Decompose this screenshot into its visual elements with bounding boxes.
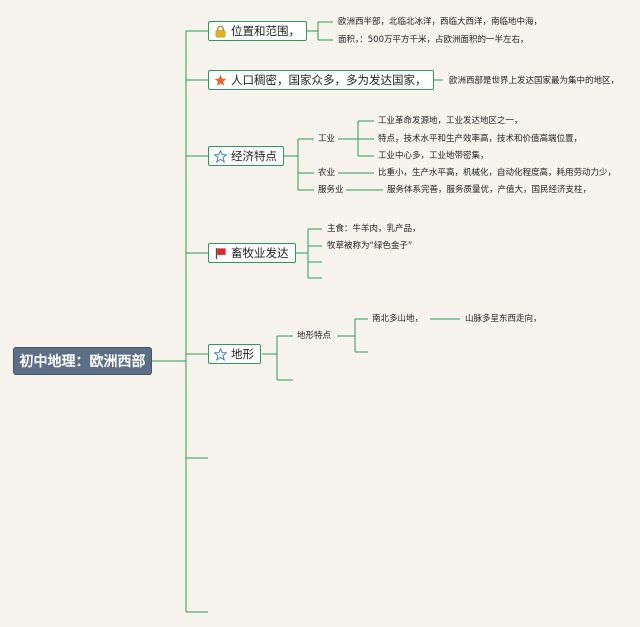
- topic-population-label: 人口稠密，国家众多，多为发达国家，: [231, 73, 427, 87]
- location-detail-1: 欧洲西半部，北临北冰洋，西临大西洋，南临地中海，: [338, 17, 543, 27]
- livestock-detail-1: 主食：牛羊肉，乳产品，: [327, 224, 421, 234]
- economy-agriculture-label: 农业: [318, 168, 336, 178]
- terrain-subitem-1: 山脉多呈东西走向，: [465, 314, 542, 324]
- topic-population[interactable]: 人口稠密，国家众多，多为发达国家，: [208, 70, 434, 90]
- star-outline-icon: [214, 149, 227, 163]
- population-detail-1: 欧洲西部是世界上发达国家最为集中的地区，: [449, 76, 620, 86]
- services-item-1: 服务体系完善，服务质量优，产值大，国民经济支柱，: [387, 185, 592, 195]
- topic-economy-label: 经济特点: [231, 149, 277, 163]
- lock-icon: [215, 25, 226, 37]
- star-filled-icon: [214, 74, 227, 86]
- topic-location-label: 位置和范围，: [231, 24, 300, 38]
- topic-terrain-label: 地形: [231, 347, 254, 361]
- location-detail-2: 面积，：500万平方千米，占欧洲面积的一半左右，: [338, 35, 529, 45]
- industry-item-3: 工业中心多，工业地带密集，: [378, 151, 489, 161]
- economy-services-label: 服务业: [318, 185, 344, 195]
- industry-item-2: 特点，技术水平和生产效率高，技术和价值高端位置，: [378, 134, 583, 144]
- economy-industry-label: 工业: [318, 134, 336, 144]
- terrain-group-label: 地形特点: [297, 331, 332, 341]
- root-topic[interactable]: 初中地理：欧洲西部: [13, 347, 152, 375]
- star-outline-icon: [214, 347, 227, 361]
- livestock-detail-2: 牧草被称为“绿色金子”: [327, 241, 413, 251]
- topic-livestock-label: 畜牧业发达: [231, 246, 289, 260]
- industry-item-1: 工业革命发源地，工业发达地区之一，: [378, 116, 523, 126]
- topic-livestock[interactable]: 畜牧业发达: [208, 243, 296, 263]
- topic-location[interactable]: 位置和范围，: [208, 21, 307, 41]
- terrain-item-1: 南北多山地，: [372, 314, 424, 324]
- agriculture-item-1: 比重小，生产水平高，机械化，自动化程度高，耗用劳动力少，: [378, 168, 617, 178]
- topic-terrain[interactable]: 地形: [208, 344, 261, 364]
- topic-economy[interactable]: 经济特点: [208, 146, 284, 166]
- root-topic-label: 初中地理：欧洲西部: [19, 354, 146, 370]
- flag-icon: [215, 247, 226, 259]
